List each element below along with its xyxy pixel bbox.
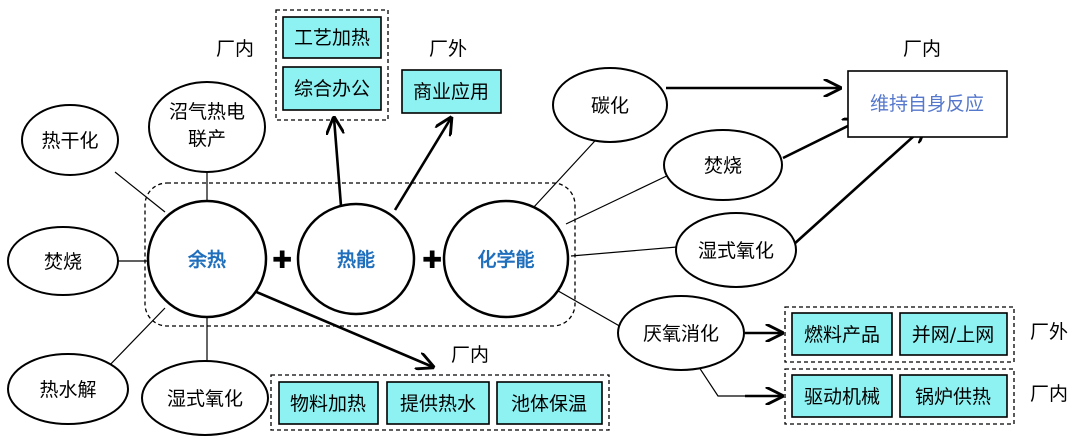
svg-text:商业应用: 商业应用 [413, 81, 489, 103]
node-heat-drying: 热干化 [21, 104, 119, 176]
svg-text:沼气热电: 沼气热电 [169, 101, 245, 123]
label-out-plant-top: 厂外 [429, 38, 467, 60]
arrow-wetox-reaction [792, 126, 925, 246]
node-carbonization: 碳化 [552, 67, 668, 143]
core-energy-group [144, 182, 576, 327]
box-commercial-use: 商业应用 [401, 69, 502, 114]
arrow-to-commercial [393, 118, 451, 211]
line-anaerobic-digestion [552, 287, 631, 333]
line-thermal-hydrolysis [104, 307, 166, 371]
line-wet-oxidation-right [570, 246, 678, 257]
svg-text:综合办公: 综合办公 [294, 78, 370, 100]
box-grid-connection: 并网/上网 [899, 312, 1008, 356]
svg-text:湿式氧化: 湿式氧化 [698, 240, 774, 262]
node-thermal-energy: 热能 [296, 202, 416, 316]
box-office-complex: 综合办公 [282, 66, 382, 111]
out-plant-group-right [784, 306, 1015, 363]
svg-text:燃料产品: 燃料产品 [804, 324, 880, 346]
label-in-plant-top-right: 厂内 [903, 38, 941, 60]
in-plant-group-bottom [270, 374, 610, 431]
svg-text:池体保温: 池体保温 [511, 393, 587, 415]
box-maintain-reaction: 维持自身反应 [847, 70, 1008, 138]
in-plant-group-top [275, 9, 389, 121]
svg-text:化学能: 化学能 [477, 248, 534, 271]
node-chemical-energy: 化学能 [442, 199, 570, 319]
svg-text:厌氧消化: 厌氧消化 [643, 323, 719, 345]
box-fuel-products: 燃料产品 [791, 312, 893, 356]
arrow-incineration-reaction [782, 120, 860, 160]
svg-text:焚烧: 焚烧 [704, 155, 742, 177]
svg-text:提供热水: 提供热水 [400, 393, 476, 415]
plus-icon: ✚ [422, 246, 442, 274]
line-heat-drying [114, 171, 166, 213]
arrows [253, 88, 925, 396]
box-boiler-heating: 锅炉供热 [899, 374, 1008, 418]
box-hot-water-supply: 提供热水 [386, 381, 490, 425]
svg-text:焚烧: 焚烧 [44, 251, 82, 273]
in-plant-group-right [784, 368, 1015, 425]
svg-text:锅炉供热: 锅炉供热 [915, 386, 991, 408]
plus-icon: ✚ [272, 246, 292, 274]
node-incineration-right: 焚烧 [663, 129, 783, 201]
line-carbonization [532, 129, 606, 209]
label-in-plant-top-left: 厂内 [216, 38, 254, 60]
arrow-to-in-plant-top [334, 118, 341, 207]
label-out-plant-right: 厂外 [1030, 321, 1068, 343]
connector-lines [104, 129, 775, 397]
node-incineration-left: 焚烧 [7, 226, 119, 296]
box-process-heating: 工艺加热 [282, 16, 382, 59]
svg-text:热干化: 热干化 [41, 130, 98, 152]
node-thermal-hydrolysis: 热水解 [7, 353, 129, 425]
svg-text:维持自身反应: 维持自身反应 [870, 93, 984, 115]
node-wet-oxidation-right: 湿式氧化 [675, 212, 797, 288]
node-anaerobic-digestion: 厌氧消化 [617, 295, 745, 371]
svg-text:热能: 热能 [337, 248, 375, 271]
node-wet-oxidation-left: 湿式氧化 [141, 360, 269, 436]
node-waste-heat: 余热 [146, 199, 268, 319]
box-drive-machinery: 驱动机械 [791, 374, 893, 418]
svg-text:联产: 联产 [188, 128, 226, 150]
box-material-heating: 物料加热 [278, 381, 379, 425]
svg-text:热水解: 热水解 [39, 379, 96, 401]
svg-text:驱动机械: 驱动机械 [804, 386, 880, 408]
label-in-plant-bottom: 厂内 [451, 344, 489, 366]
svg-text:物料加热: 物料加热 [290, 393, 366, 415]
svg-text:湿式氧化: 湿式氧化 [167, 388, 243, 410]
svg-text:碳化: 碳化 [591, 95, 629, 117]
node-biogas-chp: 沼气热电 联产 [148, 81, 266, 173]
arrow-to-in-plant-bottom [253, 289, 433, 367]
svg-text:余热: 余热 [187, 248, 226, 271]
box-tank-insulation: 池体保温 [496, 381, 603, 425]
svg-text:工艺加热: 工艺加热 [294, 27, 370, 49]
label-in-plant-right: 厂内 [1030, 383, 1068, 405]
svg-text:并网/上网: 并网/上网 [912, 324, 994, 346]
line-incineration-right [565, 171, 676, 225]
